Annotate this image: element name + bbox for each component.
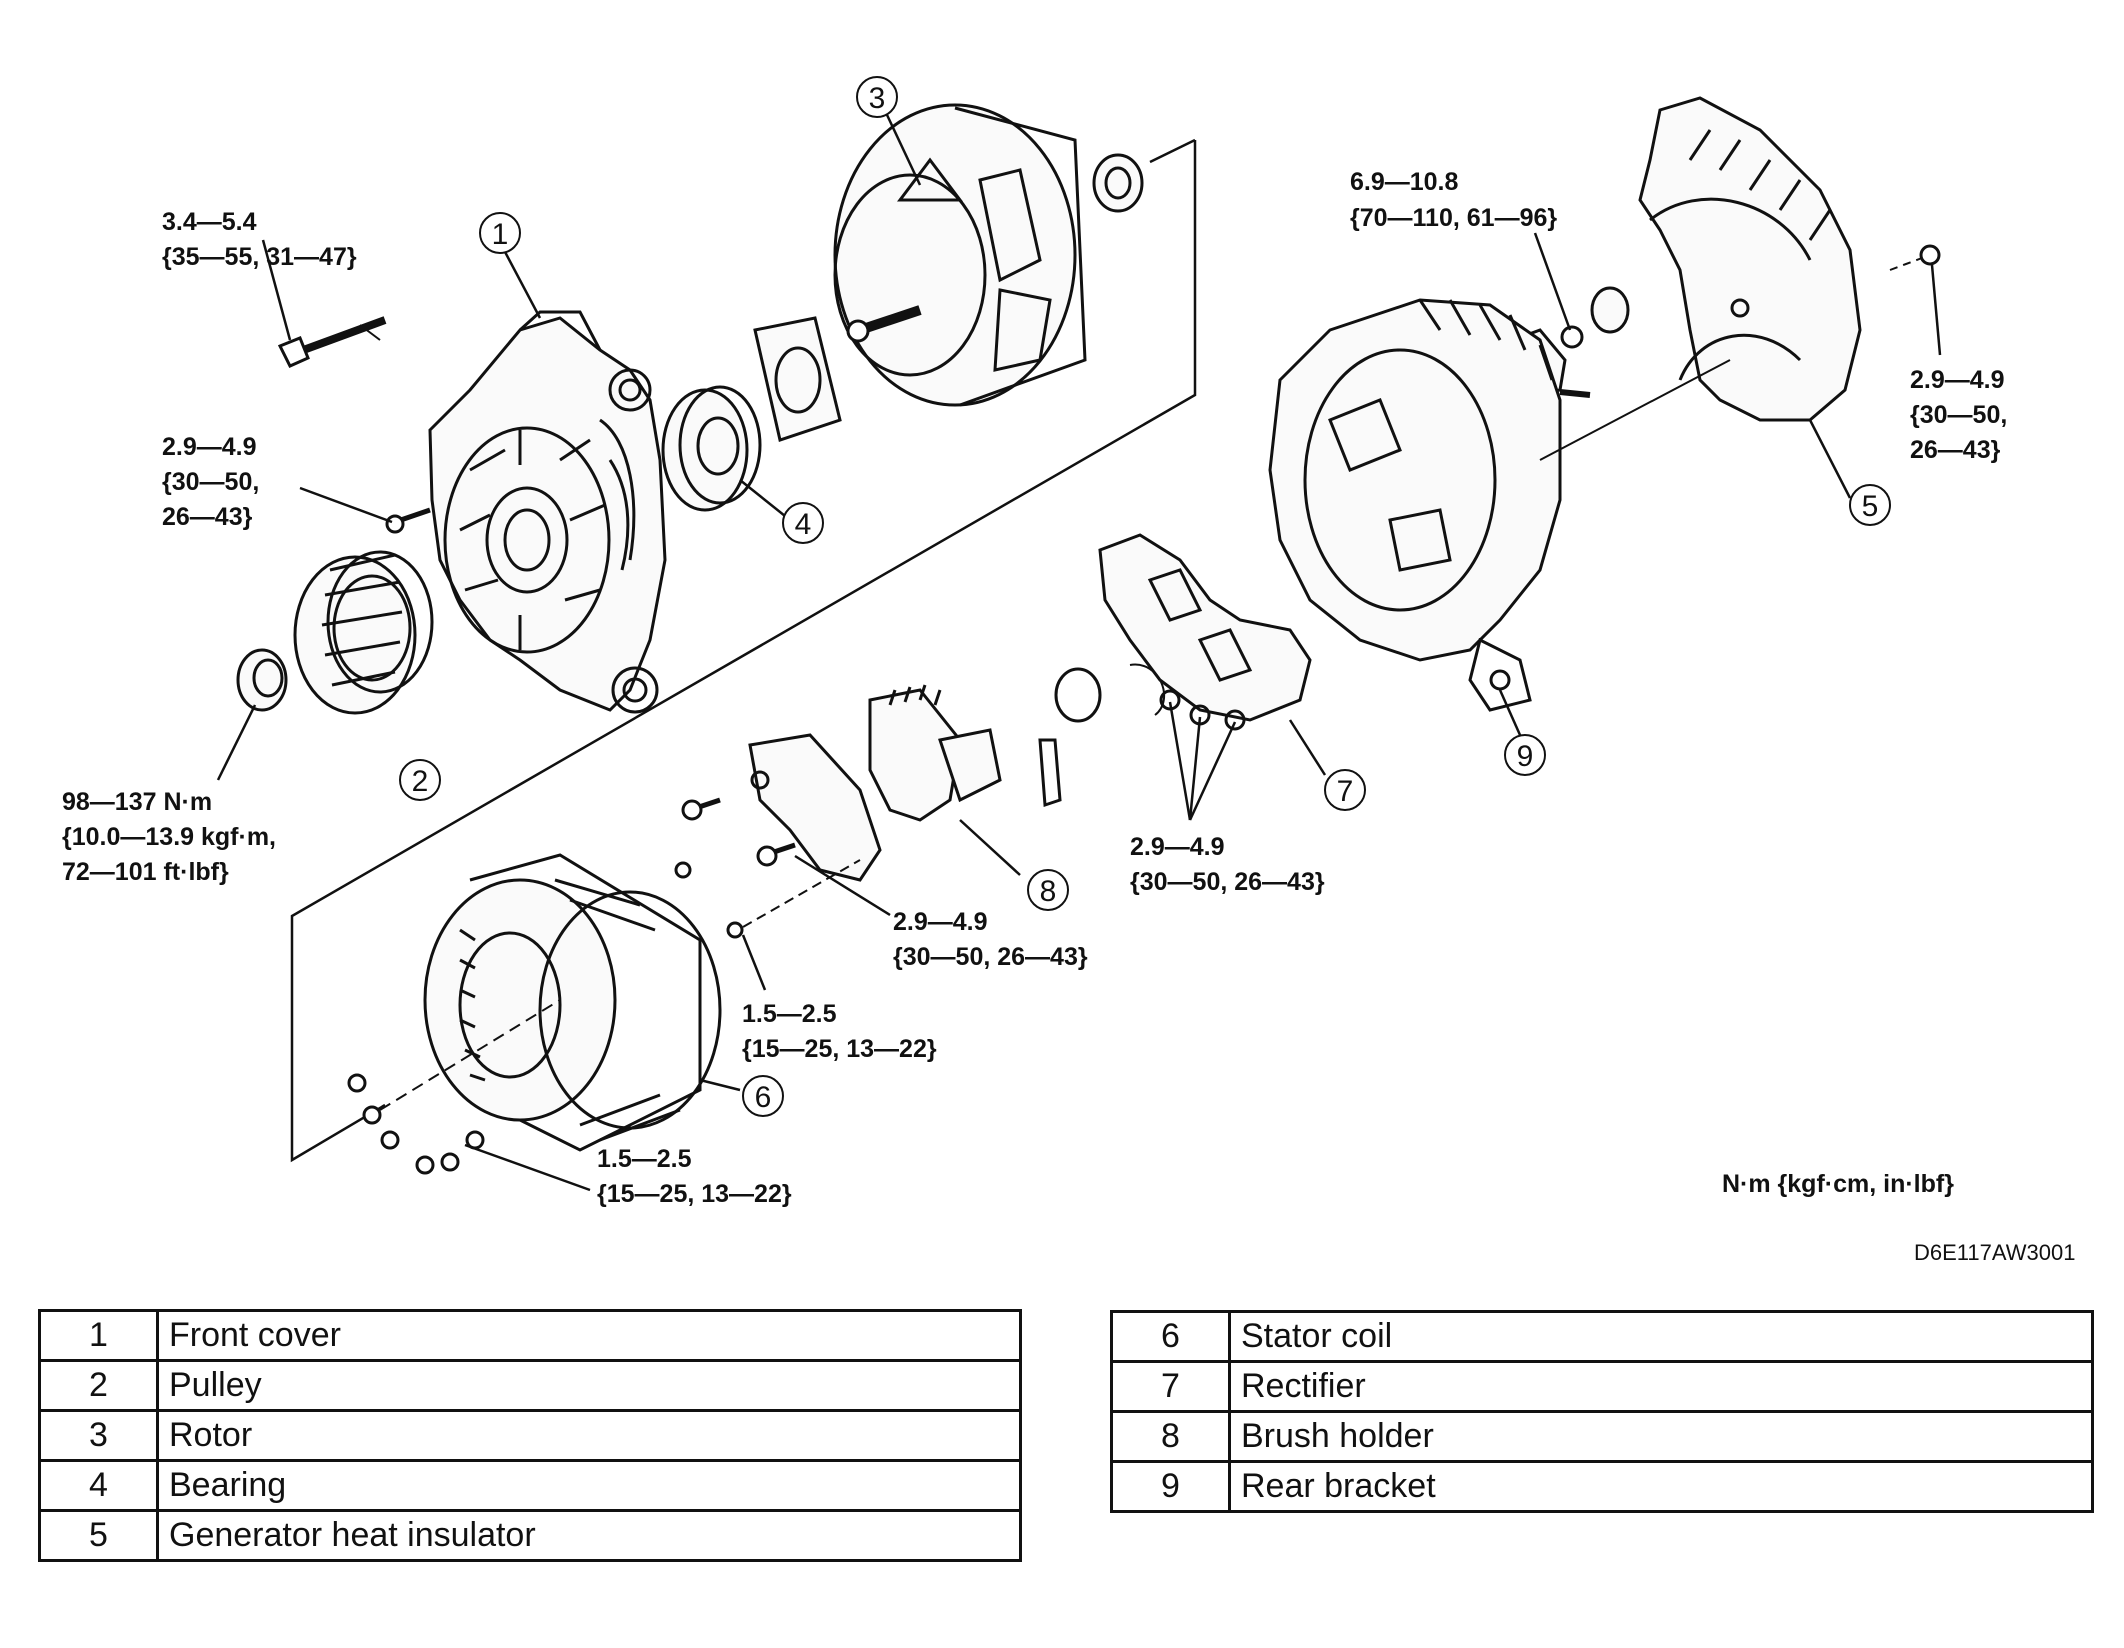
part-number: 6 [1110,1310,1231,1363]
part-number: 7 [1110,1360,1231,1413]
callout-1-number: 1 [492,218,509,251]
callout-9-number: 9 [1517,740,1534,773]
table-row: 6 Stator coil [1110,1310,2094,1363]
torque-line: 2.9—4.9 [162,433,257,461]
callout-3: 3 [856,76,898,118]
torque-line: 2.9—4.9 [893,908,988,936]
torque-line: {10.0—13.9 kgf·m, [62,823,276,851]
torque-line: {35—55, 31—47} [162,243,357,271]
callout-6-number: 6 [755,1081,772,1114]
front-bolt-drawing [277,316,387,368]
brush-holder-drawing [674,684,1062,939]
part-name: Generator heat insulator [156,1509,1022,1562]
rotor-drawing [833,103,1144,407]
table-row: 8 Brush holder [1110,1410,2094,1463]
stator-coil-drawing [347,853,722,1175]
torque-line: {70—110, 61—96} [1350,204,1557,232]
callout-2-number: 2 [412,765,429,798]
callout-9: 9 [1504,734,1546,776]
torque-label-front-cover-screw: 2.9—4.9 {30—50, 26—43} [162,433,259,531]
rectifier-drawing [1054,533,1312,731]
torque-line: 1.5—2.5 [742,1000,837,1028]
front-cover-screw-drawing [385,507,431,534]
units-note: N·m {kgf·cm, in·lbf} [1722,1170,1954,1198]
torque-label-insulator-screw: 2.9—4.9 {30—50, 26—43} [1910,366,2007,464]
exploded-diagram: 1 2 3 4 5 6 7 8 9 3.4—5.4 {35—55, 31—47}… [62,76,2007,1208]
torque-line: 2.9—4.9 [1130,833,1225,861]
part-name: Rear bracket [1228,1460,2094,1513]
part-name: Front cover [156,1309,1022,1362]
torque-label-regulator-screw: 1.5—2.5 {15—25, 13—22} [742,1000,937,1063]
callout-4-number: 4 [795,508,812,541]
part-name: Rectifier [1228,1360,2094,1413]
callout-1: 1 [479,212,521,254]
torque-label-rectifier-screws: 2.9—4.9 {30—50, 26—43} [1130,833,1325,896]
part-number: 1 [38,1309,159,1362]
pulley-drawing [236,550,434,715]
torque-label-bolt-front: 3.4—5.4 {35—55, 31—47} [162,208,357,271]
part-number: 5 [38,1509,159,1562]
table-row: 7 Rectifier [1110,1360,2094,1413]
part-number: 4 [38,1459,159,1512]
torque-line: {30—50, [162,468,259,496]
table-row: 9 Rear bracket [1110,1460,2094,1513]
torque-line: {15—25, 13—22} [597,1180,792,1208]
torque-label-brush-holder-screws: 2.9—4.9 {30—50, 26—43} [893,908,1088,971]
callout-7-number: 7 [1337,775,1354,808]
torque-line: 1.5—2.5 [597,1145,692,1173]
torque-label-pulley-nut: 98—137 N·m {10.0—13.9 kgf·m, 72—101 ft·l… [62,788,276,886]
callout-6: 6 [742,1075,784,1117]
part-name: Bearing [156,1459,1022,1512]
torque-label-terminal-nut: 6.9—10.8 {70—110, 61—96} [1350,168,1557,232]
figure-id: D6E117AW3001 [1914,1240,2076,1265]
part-name: Brush holder [1228,1410,2094,1463]
torque-line: 3.4—5.4 [162,208,257,236]
rear-bracket-drawing [1268,298,1731,712]
leader-lines [216,99,1942,1192]
part-number: 2 [38,1359,159,1412]
part-number: 3 [38,1409,159,1462]
callout-8-number: 8 [1040,875,1057,908]
front-cover-drawing [428,310,667,714]
torque-line: {15—25, 13—22} [742,1035,937,1063]
torque-line: 72—101 ft·lbf} [62,858,229,886]
callout-2: 2 [399,759,441,801]
part-name: Rotor [156,1409,1022,1462]
callout-7: 7 [1324,769,1366,811]
part-number: 9 [1110,1460,1231,1513]
bearing-drawing [661,316,842,512]
table-row: 2 Pulley [38,1359,1022,1412]
part-number: 8 [1110,1410,1231,1463]
torque-line: 6.9—10.8 [1350,168,1459,196]
torque-label-stator-screws: 1.5—2.5 {15—25, 13—22} [597,1145,792,1208]
callout-5-number: 5 [1862,490,1879,523]
table-row: 3 Rotor [38,1409,1022,1462]
assembly-boundary-lines [290,138,1197,1163]
callout-5: 5 [1849,484,1891,526]
torque-line: 26—43} [162,503,253,531]
part-name: Pulley [156,1359,1022,1412]
torque-line: {30—50, 26—43} [893,943,1088,971]
torque-line: 2.9—4.9 [1910,366,2005,394]
callout-8: 8 [1027,869,1069,911]
table-row: 1 Front cover [38,1309,1022,1362]
table-row: 4 Bearing [38,1459,1022,1512]
heat-insulator-drawing [1638,96,1941,422]
table-row: 5 Generator heat insulator [38,1509,1022,1562]
callout-4: 4 [782,502,824,544]
torque-line: {30—50, 26—43} [1130,868,1325,896]
part-name: Stator coil [1228,1310,2094,1363]
torque-line: 26—43} [1910,436,2001,464]
parts-legend-left: 1 Front cover 2 Pulley 3 Rotor 4 Bearing… [38,1309,1022,1562]
parts-legend-right: 6 Stator coil 7 Rectifier 8 Brush holder… [1110,1310,2094,1513]
torque-line: 98—137 N·m [62,788,212,816]
callout-3-number: 3 [869,82,886,115]
torque-line: {30—50, [1910,401,2007,429]
